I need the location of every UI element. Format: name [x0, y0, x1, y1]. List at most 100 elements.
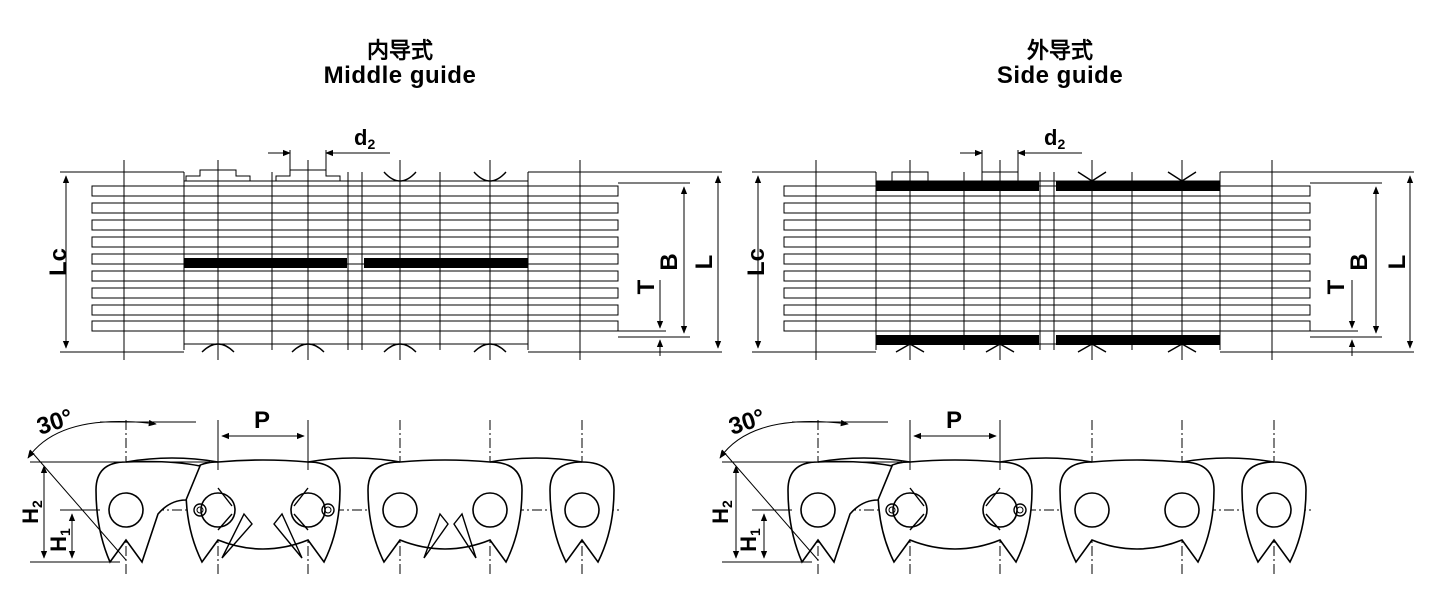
small-pin-core — [324, 506, 332, 514]
outer-link-top — [307, 457, 401, 463]
end-link-plate — [95, 460, 202, 564]
side-guide-side-view — [719, 419, 1312, 574]
pin-hole — [472, 492, 508, 528]
lc-label-right: Lc — [743, 248, 770, 276]
cotter-pin — [985, 335, 1015, 353]
outer-link-top — [1181, 457, 1275, 463]
side-guide-plan-view — [752, 149, 1414, 360]
slat-row — [783, 202, 1311, 214]
guide-tongue — [221, 512, 253, 559]
pin-hole — [108, 492, 144, 528]
pin-hole — [800, 492, 836, 528]
cotter-pin — [291, 343, 325, 353]
small-pin-core — [196, 506, 204, 514]
pin-hole — [200, 492, 236, 528]
small-pin — [1013, 503, 1027, 517]
h2-label-right: H2 — [708, 500, 735, 524]
slat-row — [783, 304, 1311, 316]
pin-head — [891, 171, 929, 181]
t-label-right: T — [1323, 279, 1350, 294]
cotter-pin — [1077, 171, 1107, 191]
lc-label-left: Lc — [45, 248, 72, 276]
slat-row — [783, 219, 1311, 231]
side-guide-title: 外导式 Side guide — [960, 40, 1160, 88]
pin-head — [185, 169, 251, 181]
slat-row — [783, 236, 1311, 248]
small-pin — [321, 503, 335, 517]
guide-bar — [876, 335, 1039, 345]
cotter-pin — [201, 343, 235, 353]
guide-bar — [364, 258, 528, 268]
slat-row — [91, 320, 619, 332]
inner-link-plate — [185, 459, 341, 564]
d2-label-left: d2 — [354, 125, 375, 152]
middle-guide-title-en: Middle guide — [323, 62, 477, 90]
outer-link-top — [489, 457, 583, 463]
pin-hole — [290, 492, 326, 528]
slat-row — [91, 287, 619, 299]
cotter-pin — [473, 171, 507, 182]
guide-bar — [1056, 335, 1220, 345]
side-guide-title-cn: 外导式 — [1026, 39, 1093, 64]
outer-link-top — [999, 457, 1093, 463]
end-link-plate — [787, 460, 894, 564]
angle-label-left: 30° — [34, 404, 77, 441]
angle-label-right: 30° — [726, 404, 769, 441]
slat-row — [91, 202, 619, 214]
h1-label-right: H1 — [736, 528, 763, 552]
pin-head — [981, 171, 1019, 181]
guide-bar — [1056, 181, 1220, 191]
slat-row — [91, 236, 619, 248]
slat-row — [783, 185, 1311, 197]
pin-hole — [1164, 492, 1200, 528]
middle-guide-side-view — [27, 419, 620, 574]
middle-guide-title: 内导式 Middle guide — [300, 40, 500, 88]
l-label-right: L — [1384, 255, 1411, 270]
h2-label-left: H2 — [18, 500, 45, 524]
cotter-pin — [895, 335, 925, 353]
outer-link-top — [125, 457, 219, 463]
pin-hole — [982, 492, 1018, 528]
pin-head — [275, 169, 341, 181]
outer-link-top — [817, 457, 911, 463]
slat-row — [783, 253, 1311, 265]
middle-guide-plan-view — [60, 149, 722, 360]
slat-row — [91, 219, 619, 231]
pitch-label-left: P — [254, 407, 270, 434]
b-label-right: B — [1346, 253, 1373, 270]
cotter-pin — [383, 171, 417, 182]
inner-link-plate — [367, 459, 523, 564]
cotter-pin — [473, 343, 507, 353]
cotter-tab — [293, 487, 309, 531]
pin-hole — [1074, 492, 1110, 528]
small-pin — [193, 503, 207, 517]
guide-bar — [184, 258, 347, 268]
small-pin-core — [888, 506, 896, 514]
slat-row — [783, 270, 1311, 282]
cotter-tab — [985, 487, 1001, 531]
inner-link-plate — [877, 459, 1033, 564]
guide-tongue — [453, 512, 477, 559]
pin-hole — [1256, 492, 1292, 528]
pin-hole — [382, 492, 418, 528]
cotter-pin — [1167, 335, 1197, 353]
side-guide-title-en: Side guide — [996, 62, 1124, 90]
d2-label-right: d2 — [1044, 125, 1065, 152]
cotter-tab — [909, 487, 925, 531]
slat-row — [91, 185, 619, 197]
middle-guide-title-cn: 内导式 — [366, 39, 433, 64]
l-label-left: L — [691, 255, 718, 270]
inner-link-plate — [1059, 459, 1215, 564]
b-label-left: B — [656, 253, 683, 270]
guide-tongue — [423, 512, 449, 559]
slat-row — [91, 304, 619, 316]
guide-bar — [876, 181, 1039, 191]
small-pin — [885, 503, 899, 517]
slat-row — [783, 287, 1311, 299]
guide-tongue — [273, 512, 303, 559]
cotter-pin — [1167, 171, 1197, 191]
h1-label-left: H1 — [46, 528, 73, 552]
slat-row — [91, 253, 619, 265]
slat-row — [91, 270, 619, 282]
